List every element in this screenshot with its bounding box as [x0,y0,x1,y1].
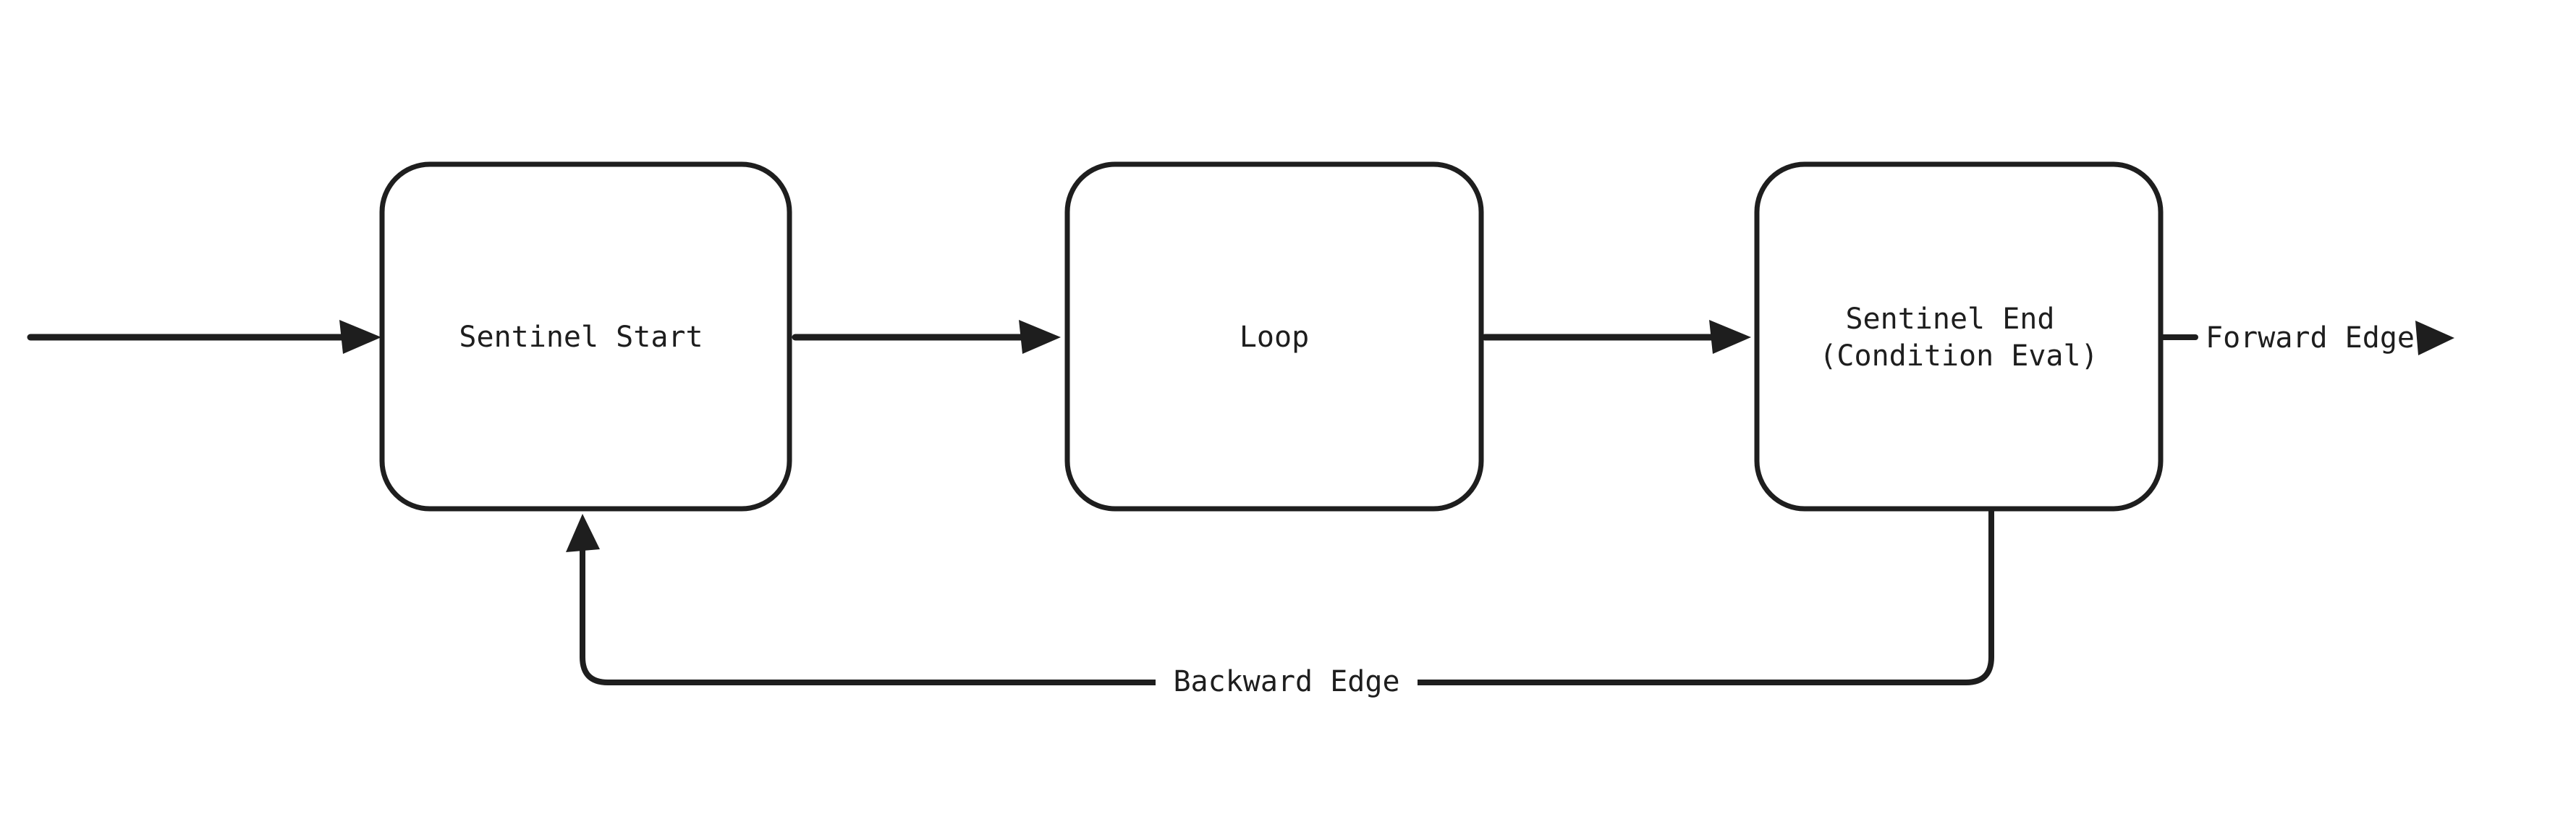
node-loop-box [1064,161,1484,512]
backward-edge-label-bg [1156,660,1418,703]
node-loop-label: Loop [1240,321,1309,354]
node-sentinel-start-label: Sentinel Start [459,321,703,354]
arrowheads-group [339,320,2454,552]
node-sentinel-end-label: Sentinel End (Condition Eval) [1819,302,2098,373]
node-sentinel-end-box [1754,161,2164,512]
backward-edge-arrowhead-icon [566,514,600,552]
nodes-group [379,161,2164,512]
node-sentinel-end-label-line1: Sentinel End [1845,302,2054,336]
loop-to-end-arrowhead-icon [1709,320,1751,354]
forward-edge-label: Forward Edge [2206,321,2415,355]
backward-edge-label: Backward Edge [1173,665,1399,698]
forward-edge-arrowhead-icon [2415,321,2454,355]
entry-arrowhead-icon [339,320,381,354]
start-to-loop-arrowhead-icon [1019,320,1061,354]
node-sentinel-start-box [379,161,792,512]
labels-group: Sentinel Start Loop Sentinel End (Condit… [459,302,2415,698]
backward-edge-line [580,508,1994,685]
node-sentinel-end-label-line2: (Condition Eval) [1819,339,2098,373]
